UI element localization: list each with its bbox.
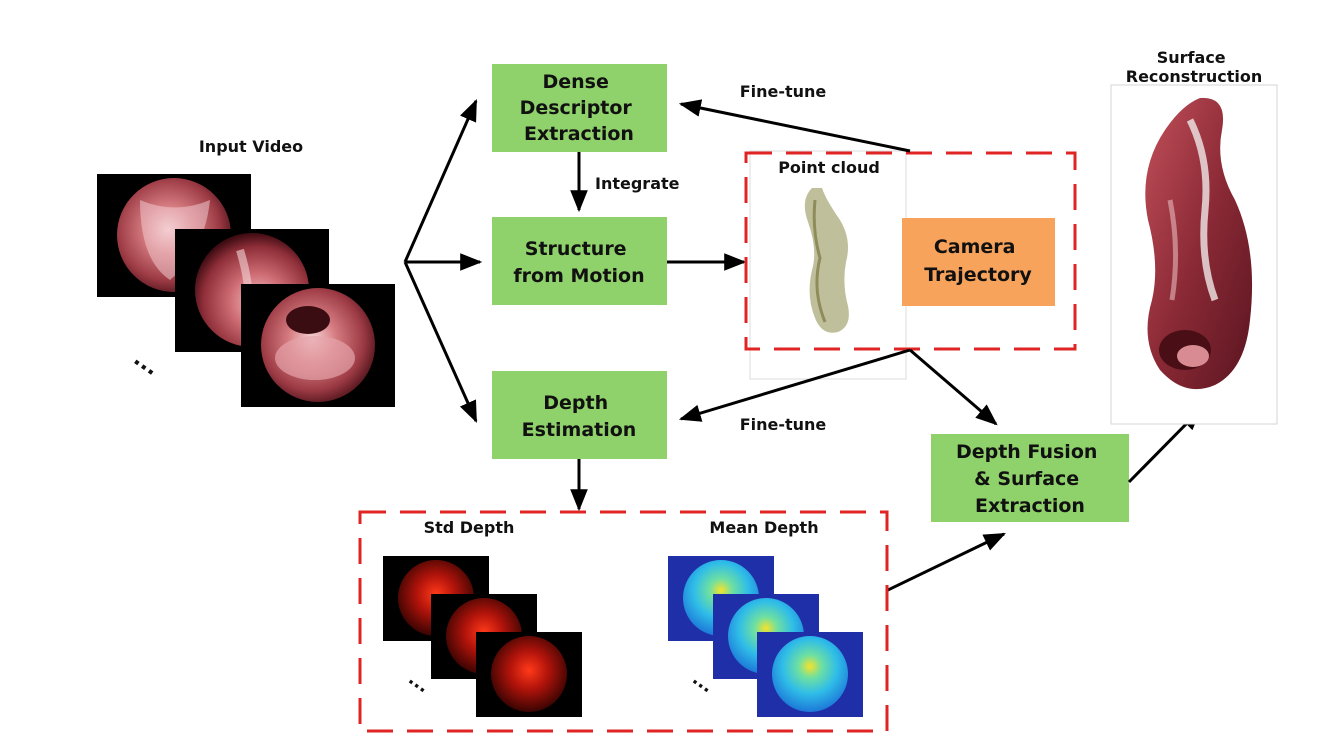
std-depth-label: Std Depth <box>424 518 515 537</box>
camera-trajectory-line-1: Camera <box>934 236 1016 258</box>
depth-estimation-line-2: Estimation <box>522 419 637 441</box>
svg-text:Depth Fusion & Surface: Depth Fusion & Surface Extraction <box>956 441 1104 517</box>
integrate-label: Integrate <box>595 174 680 193</box>
sfm-line-2: from Motion <box>513 265 644 287</box>
fine-tune-bottom-arrow <box>678 348 911 422</box>
depth-fusion-line-2: & Surface <box>974 468 1079 490</box>
std-depth-maps <box>383 556 582 717</box>
svg-text:Dense Descriptor E: Dense Descriptor Extraction <box>520 71 639 145</box>
fine-tune-top-arrow <box>678 99 911 153</box>
dense-descriptor-line-1: Dense <box>542 71 608 93</box>
svg-text:Depth Estimation: Depth Estimation <box>522 392 637 441</box>
camera-trajectory-box: Camera Trajectory <box>902 218 1055 306</box>
std-depth-ellipsis: ... <box>404 668 433 697</box>
maps-to-fusion-arrow <box>887 532 1006 592</box>
depth-fusion-box: Depth Fusion & Surface Extraction <box>931 434 1129 522</box>
sfm-box: Structure from Motion <box>492 217 667 305</box>
depth-estimation-box: Depth Estimation <box>492 371 667 459</box>
depth-maps-dashed-group <box>358 510 889 733</box>
surface-reconstruction-line-1: Surface <box>1157 48 1226 67</box>
dense-descriptor-line-2: Descriptor <box>520 97 633 119</box>
sfm-line-1: Structure <box>525 238 627 260</box>
depth-fusion-line-1: Depth Fusion <box>956 441 1097 463</box>
pointcloud-to-fusion-arrow <box>909 348 998 426</box>
mean-depth-label: Mean Depth <box>709 518 818 537</box>
svg-text:Camera Trajectory: Camera Trajectory <box>924 236 1032 286</box>
mean-depth-maps <box>668 556 863 717</box>
depth-fusion-line-3: Extraction <box>975 495 1085 517</box>
point-cloud-label: Point cloud <box>778 158 880 177</box>
dense-descriptor-box: Dense Descriptor Extraction <box>492 64 667 152</box>
input-ellipsis: ... <box>129 346 164 381</box>
camera-trajectory-line-2: Trajectory <box>924 264 1032 286</box>
fine-tune-bottom-label: Fine-tune <box>740 415 827 434</box>
fine-tune-top-label: Fine-tune <box>740 82 827 101</box>
dense-descriptor-line-3: Extraction <box>524 123 634 145</box>
svg-text:Structure from Motion: Structure from Motion <box>513 238 644 287</box>
input-video-frames <box>97 174 395 407</box>
surface-reconstruction-mesh <box>1145 97 1253 390</box>
surface-reconstruction-line-2: Reconstruction <box>1126 67 1263 86</box>
surface-reconstruction-label: Surface Reconstruction <box>1126 48 1263 86</box>
mean-depth-ellipsis: ... <box>688 668 717 697</box>
depth-estimation-line-1: Depth <box>543 392 608 414</box>
sfm-output-dashed-group <box>744 151 1077 351</box>
split-arrows <box>403 98 483 424</box>
input-video-label: Input Video <box>199 137 303 156</box>
